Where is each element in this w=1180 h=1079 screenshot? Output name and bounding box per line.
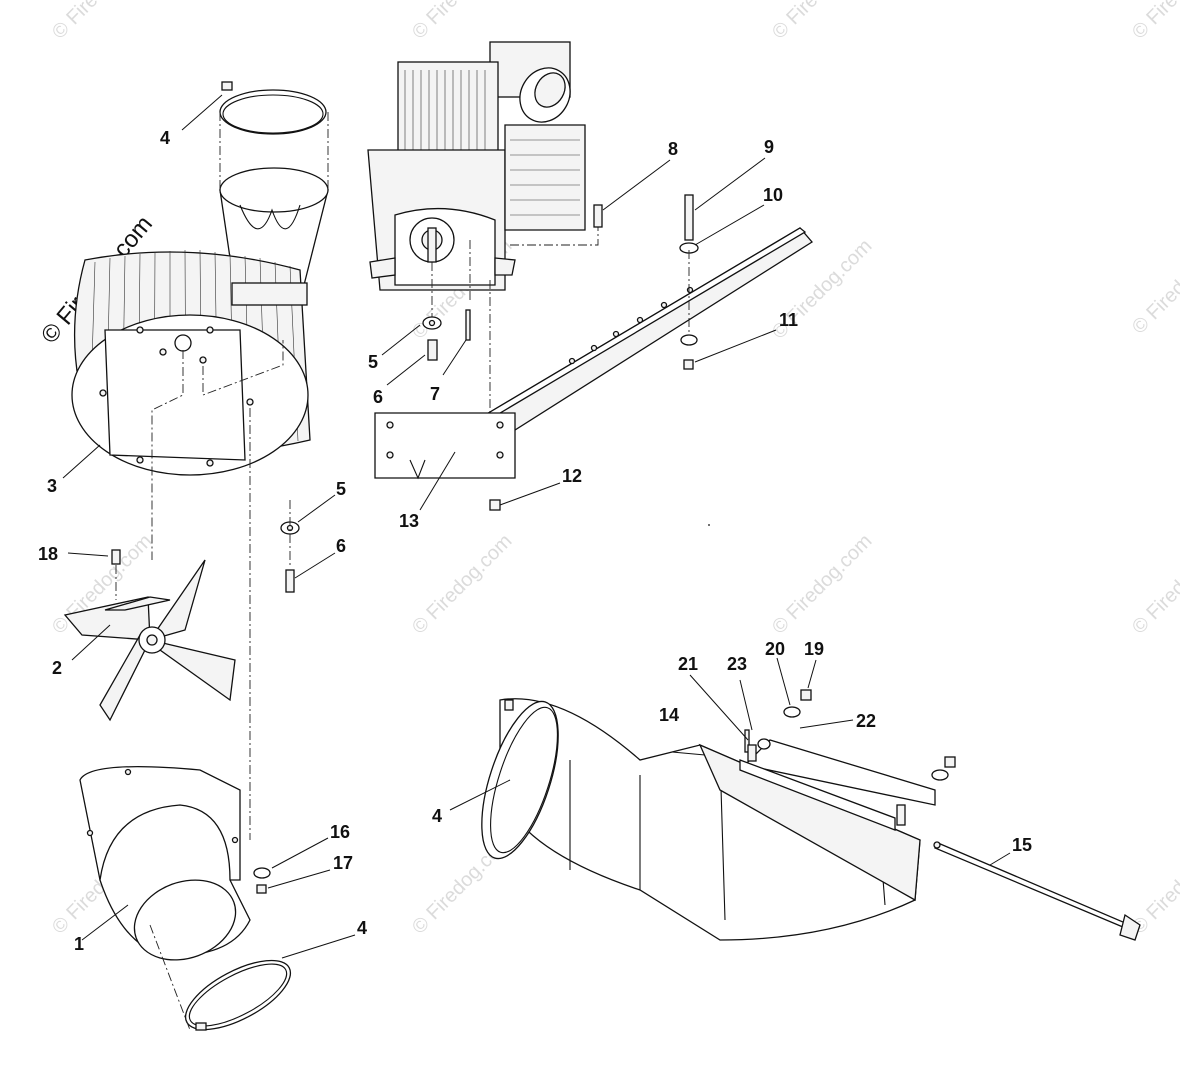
watermark: © Firedog.com [408, 0, 517, 44]
callout-10: 10 [763, 185, 783, 205]
clamp-ring-top [219, 81, 327, 135]
watermark: © Firedog.com [1128, 230, 1180, 339]
callout-14: 14 [659, 705, 679, 725]
clamp-ring-bottom [149, 924, 292, 1031]
callout-19: 19 [804, 639, 824, 659]
callout-21: 21 [678, 654, 698, 674]
chute-deflector-hardware [739, 689, 956, 831]
callout-15: 15 [1012, 835, 1032, 855]
callout-9: 9 [764, 137, 774, 157]
callout-11: 11 [779, 310, 798, 330]
callout-13: 13 [399, 511, 419, 531]
watermark: © Firedog.com [48, 0, 157, 44]
callout-18: 18 [38, 544, 58, 564]
blower-housing-assembly [63, 81, 329, 1031]
watermark: © Firedog.com [408, 530, 517, 639]
crank-rod [933, 841, 1141, 941]
callout-3: 3 [47, 476, 57, 496]
callout-6: 6 [336, 536, 346, 556]
impeller [63, 549, 236, 722]
callout-4: 4 [432, 806, 442, 826]
watermark: © Firedog.com [768, 530, 877, 639]
callout-4: 4 [160, 128, 170, 148]
callout-17: 17 [333, 853, 353, 873]
callout-5: 5 [368, 352, 378, 372]
watermark: © Firedog.com [1128, 530, 1180, 639]
callout-6: 6 [373, 387, 383, 407]
callout-1: 1 [74, 934, 84, 954]
mounting-plate [374, 412, 516, 480]
callouts: 4 3 2 18 5 6 1 4 16 17 5 6 7 8 9 10 11 1… [38, 128, 1032, 954]
callout-23: 23 [727, 654, 747, 674]
inlet-housing [79, 766, 251, 961]
callout-12: 12 [562, 466, 582, 486]
callout-4: 4 [357, 918, 367, 938]
leader-lines [62, 94, 1011, 959]
engine-hardware [422, 204, 603, 361]
callout-16: 16 [330, 822, 350, 842]
watermark: © Firedog.com [1128, 0, 1180, 44]
scroll-housing [71, 249, 311, 840]
callout-8: 8 [668, 139, 678, 159]
callout-2: 2 [52, 658, 62, 678]
watermark: © Firedog.com [768, 0, 877, 44]
frame-tube [483, 227, 813, 431]
callout-7: 7 [430, 384, 440, 404]
callout-22: 22 [856, 711, 876, 731]
callout-5: 5 [336, 479, 346, 499]
frame-hardware [489, 194, 699, 511]
stray-dot [708, 524, 710, 526]
discharge-chute [481, 698, 921, 941]
housing-hardware [253, 500, 300, 894]
callout-20: 20 [765, 639, 785, 659]
engine-assembly [367, 41, 599, 420]
